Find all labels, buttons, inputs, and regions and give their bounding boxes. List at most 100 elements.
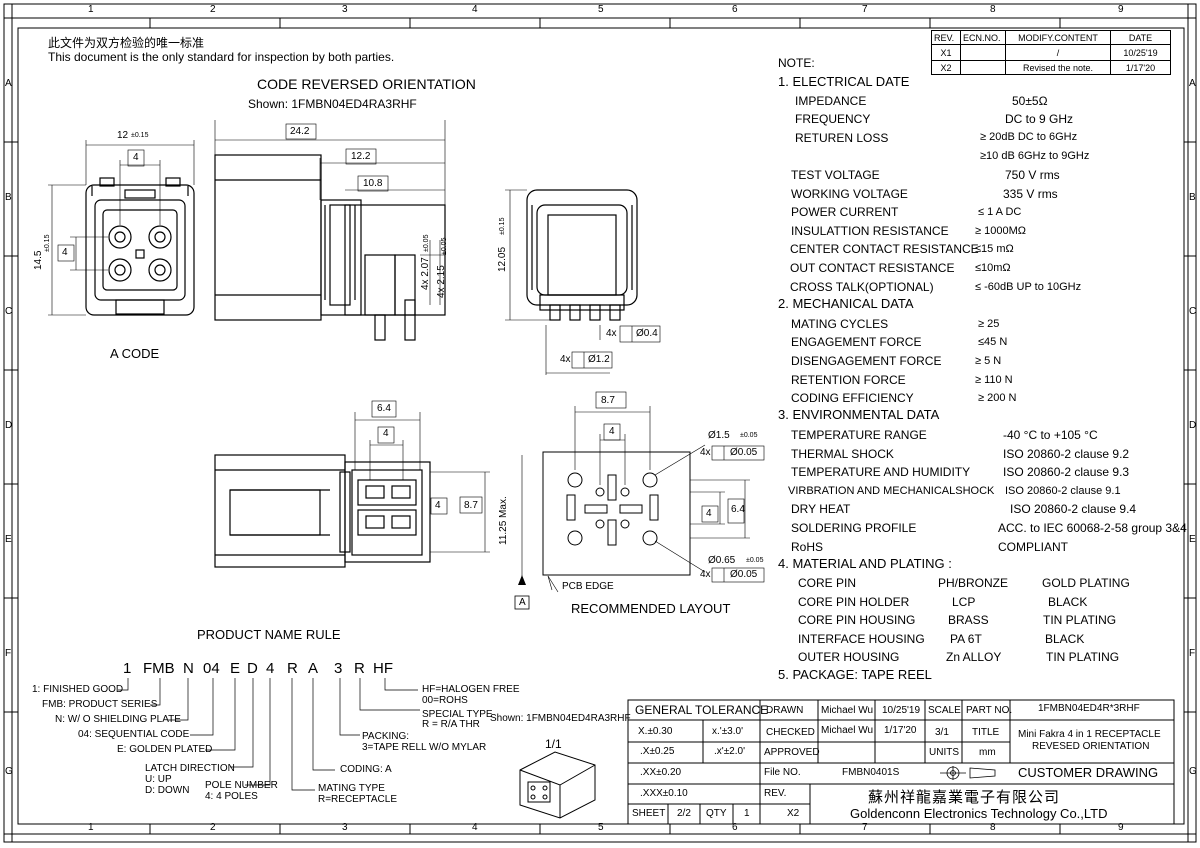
dim-phi-0-65: Ø0.65 [708, 555, 736, 566]
rule-label: CODING: A [340, 764, 392, 775]
dim-8-7: 8.7 [464, 500, 478, 511]
dim-4x-2-07: 4x 2.07 [420, 257, 431, 290]
approved-label: APPROVED [764, 747, 820, 758]
modify-cell: / [1005, 44, 1111, 61]
zone-number: 6 [732, 4, 738, 15]
dim-phi-1-2: Ø1.2 [588, 354, 610, 365]
rule-label: R = R/A THR [422, 719, 480, 730]
note-label: CROSS TALK(OPTIONAL) [790, 280, 934, 294]
qty-label: QTY [706, 808, 727, 819]
note-label: POWER CURRENT [791, 205, 899, 219]
checked-label: CHECKED [766, 727, 815, 738]
dim-4x: 4x [700, 569, 711, 580]
note-value: Zn ALLOY [946, 650, 1002, 664]
note-label: CORE PIN HOLDER [798, 595, 910, 609]
rule-label: 4: 4 POLES [205, 791, 258, 802]
notes-heading: 1. ELECTRICAL DATE [778, 74, 910, 89]
zone-number: 5 [598, 822, 604, 833]
scale-label: SCALE [928, 705, 961, 716]
zone-number: 6 [732, 822, 738, 833]
notes-heading: 2. MECHANICAL DATA [778, 296, 914, 311]
rule-label: R=RECEPTACLE [318, 794, 398, 805]
revision-table: REV. ECN.NO. MODIFY.CONTENT DATE X1 / 10… [931, 30, 1171, 75]
zone-number: 9 [1118, 4, 1124, 15]
iso-scale: 1/1 [545, 737, 562, 751]
note-value: COMPLIANT [998, 540, 1069, 554]
pcb-edge-label: PCB EDGE [562, 581, 614, 592]
note-value: TIN PLATING [1043, 613, 1117, 627]
note-label: FREQUENCY [795, 112, 871, 126]
note-value: ≥ 5 N [975, 355, 1002, 367]
modify-header: MODIFY.CONTENT [1005, 30, 1111, 45]
zone-letter: C [1189, 306, 1197, 317]
dim-2-07-tol: ±0.05 [423, 234, 430, 252]
dim-phi-1-5: Ø1.5 [708, 430, 730, 441]
notes-heading: 3. ENVIRONMENTAL DATA [778, 407, 940, 422]
rule-label: MATING TYPE [318, 783, 385, 794]
sheet-value: 2/2 [677, 808, 691, 819]
dim-phi-0-65-tol: ±0.05 [746, 557, 764, 564]
checked-name: Michael Wu [821, 725, 874, 736]
rule-label: FMB: PRODUCT SERIES [42, 699, 158, 710]
dim-4: 4 [609, 426, 615, 437]
zone-letter: G [5, 766, 13, 777]
zone-letter: D [1189, 420, 1197, 431]
note-label: CODING EFFICIENCY [791, 391, 914, 405]
rule-label: HF=HALOGEN FREE [422, 684, 520, 695]
rule-label: LATCH DIRECTION [145, 763, 235, 774]
part-no-value: 1FMBN04ED4R*3RHF [1038, 703, 1140, 714]
zone-number: 9 [1118, 822, 1124, 833]
note-value: 750 V rms [1005, 168, 1060, 182]
header-english: This document is the only standard for i… [48, 50, 395, 64]
note-label: OUTER HOUSING [798, 650, 900, 664]
dim-8-7: 8.7 [601, 395, 615, 406]
note-label: CORE PIN HOUSING [798, 613, 916, 627]
title-value-1: Mini Fakra 4 in 1 RECEPTACLE [1018, 729, 1161, 740]
dim-4: 4 [435, 500, 441, 511]
note-value: BLACK [1048, 595, 1088, 609]
scale-value: 3/1 [935, 727, 949, 738]
note-label: INTERFACE HOUSING [798, 632, 925, 646]
dim-12: 12 [117, 130, 129, 141]
note-value: PA 6T [950, 632, 982, 646]
note-label: WORKING VOLTAGE [791, 187, 908, 201]
note-value: ≤ -60dB UP to 10GHz [975, 281, 1082, 293]
note-label: TEMPERATURE RANGE [791, 428, 927, 442]
rule-label: POLE NUMBER [205, 780, 278, 791]
note-label: SOLDERING PROFILE [791, 521, 917, 535]
note-label: DRY HEAT [791, 502, 851, 516]
company-chinese: 蘇州祥龍嘉業電子有限公司 [868, 789, 1061, 806]
dim-6-4: 6.4 [731, 504, 745, 515]
zone-letter: F [5, 648, 12, 659]
note-label: CORE PIN [798, 576, 857, 590]
drawn-date: 10/25'19 [882, 705, 921, 716]
note-value: 50±5Ω [1012, 94, 1048, 108]
note-value: ISO 20860-2 clause 9.1 [1005, 485, 1121, 497]
checked-date: 1/17'20 [884, 725, 917, 736]
date-header: DATE [1110, 30, 1171, 45]
rule-label: 1: FINISHED GOOD [32, 684, 124, 695]
zone-number: 5 [598, 4, 604, 15]
dim-4: 4 [383, 428, 389, 439]
tol-cell: .X±0.25 [640, 746, 675, 757]
rule-label: PACKING: [362, 731, 410, 742]
zone-number: 8 [990, 822, 996, 833]
tol-cell: .x'±2.0' [714, 746, 745, 757]
rev-cell: X2 [931, 60, 961, 75]
rule-label: SPECIAL TYPE [422, 709, 493, 720]
ecn-cell [960, 44, 1006, 61]
dim-4x: 4x [700, 447, 711, 458]
drawn-name: Michael Wu [821, 705, 874, 716]
note-value: TIN PLATING [1046, 650, 1120, 664]
note-value: ≤15 mΩ [975, 243, 1014, 255]
notes-title: NOTE: [778, 56, 815, 70]
drawing-subtitle: Shown: 1FMBN04ED4RA3RHF [248, 97, 417, 111]
customer-drawing: CUSTOMER DRAWING [1018, 765, 1159, 780]
code-part: A [308, 660, 319, 677]
note-value: PH/BRONZE [938, 576, 1009, 590]
note-value: LCP [952, 595, 976, 609]
units-label: UNITS [929, 747, 959, 758]
date-cell: 1/17'20 [1110, 60, 1171, 75]
zone-number: 1 [88, 4, 94, 15]
code-part: 4 [266, 660, 275, 677]
